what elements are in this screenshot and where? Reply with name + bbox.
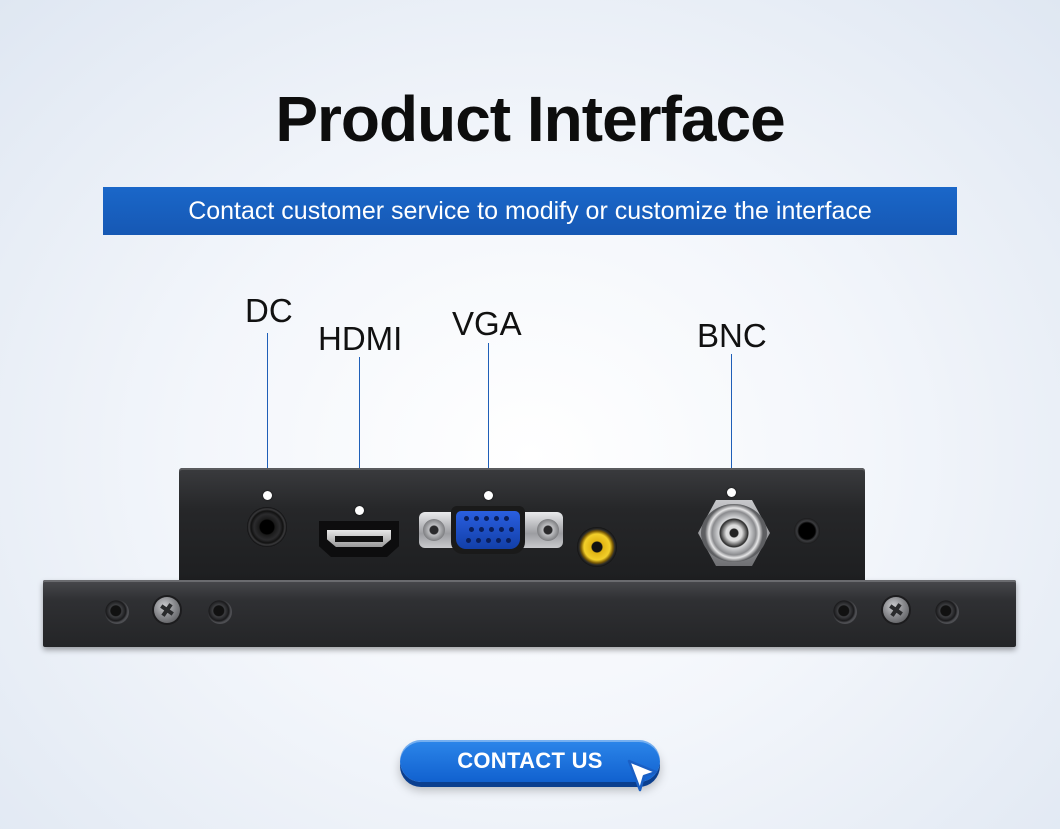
mount-screw (154, 597, 180, 623)
bnc-leader-dot (727, 488, 736, 497)
vga-screw-nut (537, 519, 559, 541)
bnc-port (701, 504, 767, 562)
contact-us-button[interactable]: CONTACT US (400, 740, 660, 782)
mounting-bracket (43, 580, 1016, 647)
vga-screw-nut (423, 519, 445, 541)
hdmi-port-slot (335, 536, 383, 542)
mount-hole (208, 600, 232, 624)
rca-av-port (577, 527, 617, 567)
port-label-hdmi: HDMI (318, 320, 403, 357)
dc-leader-line (267, 333, 268, 495)
pointer-cursor-icon (627, 759, 658, 792)
hdmi-leader-line (359, 357, 360, 509)
mount-screw (883, 597, 909, 623)
unused-port-hole (794, 518, 820, 544)
bnc-leader-line (731, 354, 732, 492)
hdmi-leader-dot (355, 506, 364, 515)
port-label-vga: VGA (452, 305, 522, 342)
port-label-dc: DC (245, 292, 293, 329)
port-label-bnc: BNC (697, 317, 767, 354)
mount-hole (833, 600, 857, 624)
dc-power-jack (247, 507, 287, 547)
vga-leader-line (488, 343, 489, 495)
info-banner: Contact customer service to modify or cu… (103, 187, 957, 235)
dc-leader-dot (263, 491, 272, 500)
mount-hole (935, 600, 959, 624)
vga-leader-dot (484, 491, 493, 500)
page-title: Product Interface (275, 83, 785, 155)
mount-hole (105, 600, 129, 624)
